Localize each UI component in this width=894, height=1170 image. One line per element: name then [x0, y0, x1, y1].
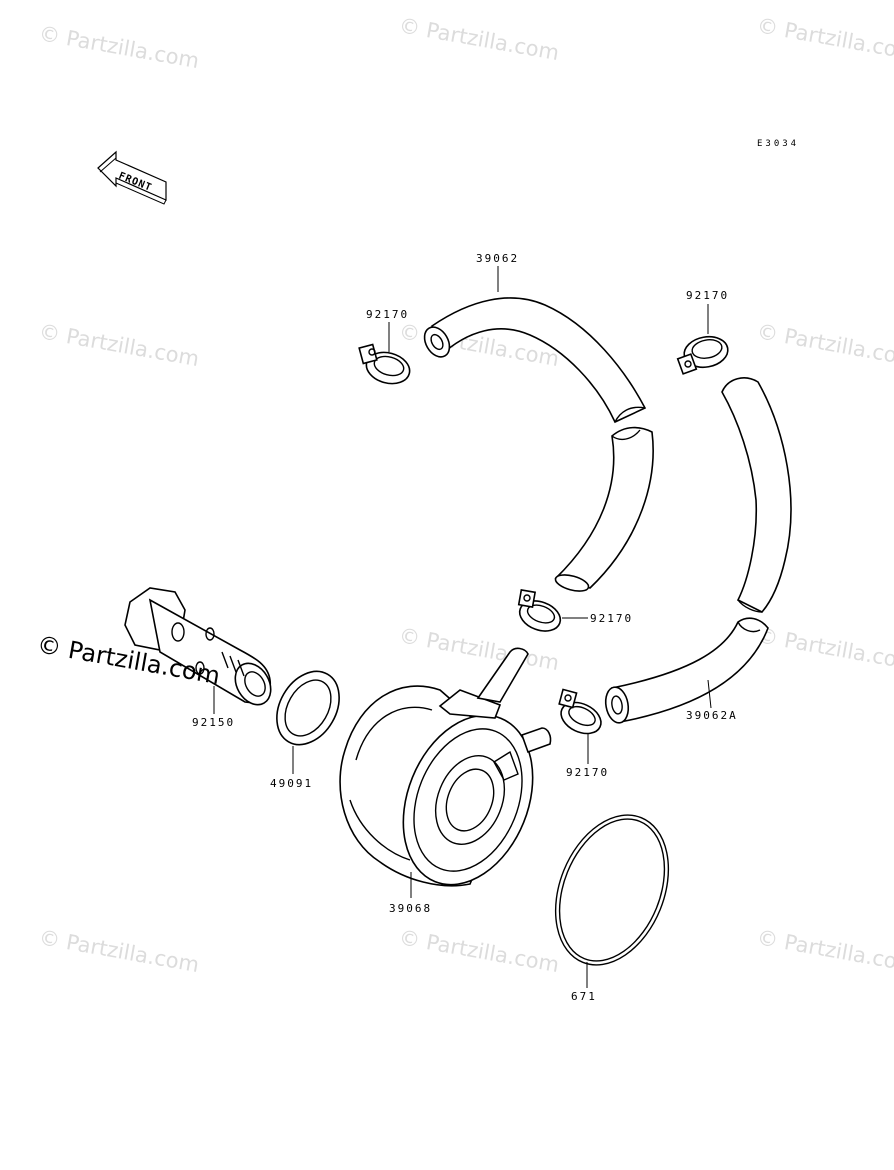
washer	[276, 670, 340, 746]
clamp-middle	[517, 588, 562, 632]
oil-cooler	[339, 647, 552, 887]
diagram-code: E3034	[757, 139, 799, 149]
label-o-ring: 671	[571, 990, 597, 1003]
label-clamp-middle: 92170	[590, 612, 633, 625]
label-hose-lower: 39062A	[686, 709, 738, 722]
watermark-6: © Partzilla.com	[755, 319, 894, 371]
clamp-top-right	[676, 335, 729, 375]
watermark-10: © Partzilla.com	[397, 925, 561, 977]
hose-lower	[604, 377, 792, 724]
label-oil-cooler: 39068	[389, 902, 432, 915]
clamp-top-left	[358, 343, 411, 385]
watermark-11: © Partzilla.com	[755, 925, 894, 977]
watermark-9: © Partzilla.com	[37, 925, 201, 977]
clamp-lower	[558, 688, 602, 735]
label-bolt: 92150	[192, 716, 235, 729]
label-clamp-top-right: 92170	[686, 289, 729, 302]
label-washer: 49091	[270, 777, 313, 790]
watermark-2: © Partzilla.com	[397, 13, 561, 65]
leader-hose-lower	[707, 679, 712, 709]
hose-upper	[423, 297, 654, 592]
union-bolt	[124, 587, 272, 706]
watermark-8: © Partzilla.com	[755, 623, 894, 675]
watermark-7: © Partzilla.com	[397, 623, 561, 675]
watermark-1: © Partzilla.com	[37, 21, 201, 73]
watermark-4: © Partzilla.com	[37, 319, 201, 371]
label-hose-upper: 39062	[476, 252, 519, 265]
label-clamp-lower: 92170	[566, 766, 609, 779]
watermark-3: © Partzilla.com	[755, 13, 894, 65]
o-ring	[554, 814, 670, 966]
front-arrow-icon: FRONT	[97, 150, 167, 205]
label-clamp-top-left: 92170	[366, 308, 409, 321]
